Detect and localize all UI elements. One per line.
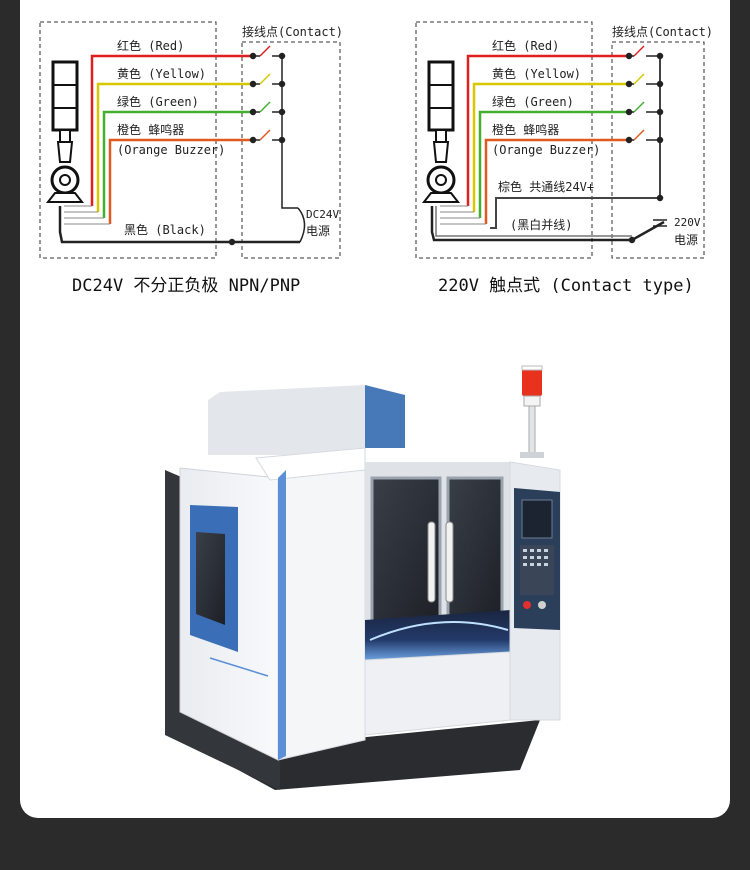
left-orange-wire <box>108 138 253 224</box>
left-orange-label: 橙色 蜂鸣器 <box>117 122 184 137</box>
left-power-symbol <box>297 207 306 243</box>
right-power-voltage: 220V <box>674 216 701 229</box>
left-power-voltage: DC24V <box>306 208 339 221</box>
right-black-white-wire <box>430 206 665 242</box>
cnc-machine-illustration <box>165 365 561 790</box>
right-power-label: 电源 <box>674 233 698 247</box>
left-contact-switches <box>228 45 286 246</box>
wiring-illustration: 红色 (Red) 黄色 (Yellow) 绿色 (Green) 橙色 蜂鸣器 (… <box>39 21 713 790</box>
left-yellow-label: 黄色 (Yellow) <box>117 67 206 81</box>
left-power-label: 电源 <box>306 224 330 238</box>
left-wiring-diagram: 红色 (Red) 黄色 (Yellow) 绿色 (Green) 橙色 蜂鸣器 (… <box>39 21 343 296</box>
left-red-label: 红色 (Red) <box>117 38 184 53</box>
machine-signal-tower-icon <box>520 365 544 458</box>
left-contact-title: 接线点(Contact) <box>242 24 343 39</box>
right-orange-label: 橙色 蜂鸣器 <box>492 122 559 137</box>
right-yellow-label: 黄色 (Yellow) <box>492 67 581 81</box>
right-green-label: 绿色 (Green) <box>492 94 574 109</box>
right-black-white-label: (黑白并线) <box>510 217 572 232</box>
content-card: 红色 (Red) 黄色 (Yellow) 绿色 (Green) 橙色 蜂鸣器 (… <box>20 0 730 818</box>
right-brown-label: 棕色 共通线24V+ <box>498 179 594 194</box>
left-caption: DC24V 不分正负极 NPN/PNP <box>72 276 300 296</box>
right-wiring-diagram: 红色 (Red) 黄色 (Yellow) 绿色 (Green) 橙色 蜂鸣器 (… <box>415 21 713 296</box>
right-red-wire <box>466 54 629 206</box>
right-brown-common-wire <box>490 56 661 229</box>
left-red-wire <box>90 54 253 206</box>
left-contact-frame <box>241 41 341 259</box>
left-yellow-wire <box>96 82 253 212</box>
right-contact-switches <box>625 45 664 244</box>
left-green-label: 绿色 (Green) <box>117 94 199 109</box>
right-caption: 220V 触点式 (Contact type) <box>438 276 694 296</box>
right-orange-wire <box>484 138 629 224</box>
right-red-label: 红色 (Red) <box>492 38 559 53</box>
left-black-wire <box>58 206 300 244</box>
right-contact-frame <box>611 41 705 259</box>
left-green-wire <box>102 110 253 218</box>
right-signal-tower-icon <box>421 60 461 203</box>
left-black-label: 黑色 (Black) <box>124 223 206 237</box>
left-orange-en-label: (Orange Buzzer) <box>117 143 225 157</box>
right-yellow-wire <box>472 82 629 212</box>
right-orange-en-label: (Orange Buzzer) <box>492 143 600 157</box>
left-signal-tower-icon <box>45 60 85 203</box>
right-contact-title: 接线点(Contact) <box>612 24 713 39</box>
right-green-wire <box>478 110 629 218</box>
